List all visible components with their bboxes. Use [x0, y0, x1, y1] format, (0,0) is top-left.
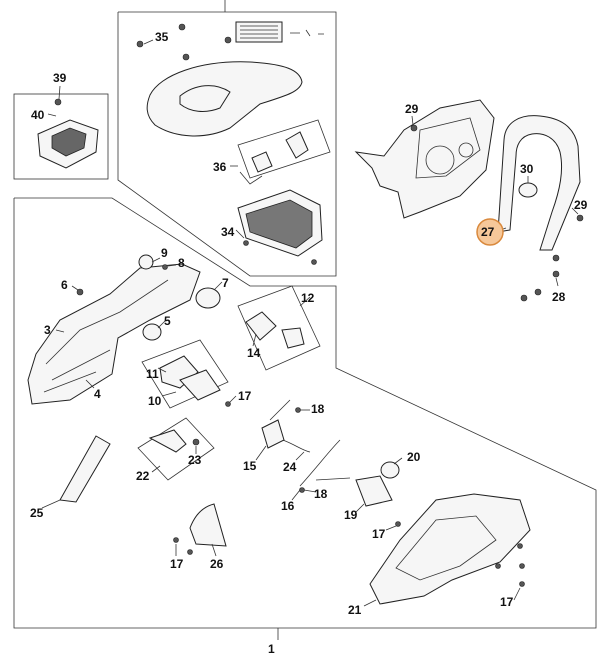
callout-9: 9: [161, 246, 168, 260]
bushing-20-part: [380, 461, 400, 479]
highlight-marker-27: [476, 218, 504, 246]
callout-7: 7: [222, 276, 229, 290]
callout-23: 23: [188, 453, 202, 467]
callout-8: 8: [178, 256, 185, 270]
callout-17-lower-right: 17: [500, 595, 514, 609]
callout-20: 20: [407, 450, 421, 464]
callout-34: 34: [221, 225, 235, 239]
callout-5: 5: [164, 314, 171, 328]
bushing-30-part: [518, 182, 538, 198]
callout-28: 28: [552, 290, 566, 304]
part-40-group: [37, 98, 99, 169]
callout-17-mid: 17: [238, 389, 252, 403]
callout-4: 4: [94, 387, 101, 401]
bracket-26-part: [189, 503, 227, 547]
main-housing-group: [27, 254, 531, 605]
callout-16: 16: [281, 499, 295, 513]
handle-bar-part: [497, 115, 581, 251]
callout-19: 19: [344, 508, 358, 522]
bushing-5-part: [142, 323, 162, 341]
callout-18-top: 18: [311, 402, 325, 416]
group-frames: [13, 0, 597, 640]
callout-35: 35: [155, 30, 169, 44]
callout-17-right: 17: [372, 527, 386, 541]
top-cover-group: [136, 21, 331, 265]
callout-12: 12: [301, 291, 315, 305]
leader-lines: [41, 39, 579, 607]
callout-30: 30: [520, 162, 534, 176]
cover-25-part: [59, 435, 111, 503]
housing-21-part: [369, 493, 531, 605]
bushing-7-part: [195, 287, 221, 309]
callout-18-bottom: 18: [314, 487, 328, 501]
callout-40: 40: [31, 108, 45, 122]
callout-39: 39: [53, 71, 67, 85]
callout-14: 14: [247, 346, 261, 360]
frame-and-handle-group: [354, 99, 584, 302]
callout-21: 21: [348, 603, 362, 617]
callout-36: 36: [213, 160, 227, 174]
callout-15: 15: [243, 459, 257, 473]
callout-27: 27: [481, 225, 495, 239]
callout-29-right: 29: [574, 198, 588, 212]
screw-35-group: [136, 23, 232, 61]
callout-25: 25: [30, 506, 44, 520]
callout-6: 6: [61, 278, 68, 292]
filter-mesh-part: [235, 21, 283, 43]
callout-1: 1: [268, 642, 275, 656]
callout-3: 3: [44, 323, 51, 337]
callout-29-top: 29: [405, 102, 419, 116]
callout-24: 24: [283, 460, 297, 474]
callout-26: 26: [210, 557, 224, 571]
callout-22: 22: [136, 469, 150, 483]
callout-11: 11: [146, 367, 159, 381]
callout-labels: 35 39 40 36 34 29 30 27 29 28 6 9 8 7 5 …: [30, 30, 588, 656]
callout-10: 10: [148, 394, 162, 408]
callout-17-bottom: 17: [170, 557, 184, 571]
engine-frame-part: [354, 99, 495, 219]
housing-part-3: [27, 263, 201, 405]
